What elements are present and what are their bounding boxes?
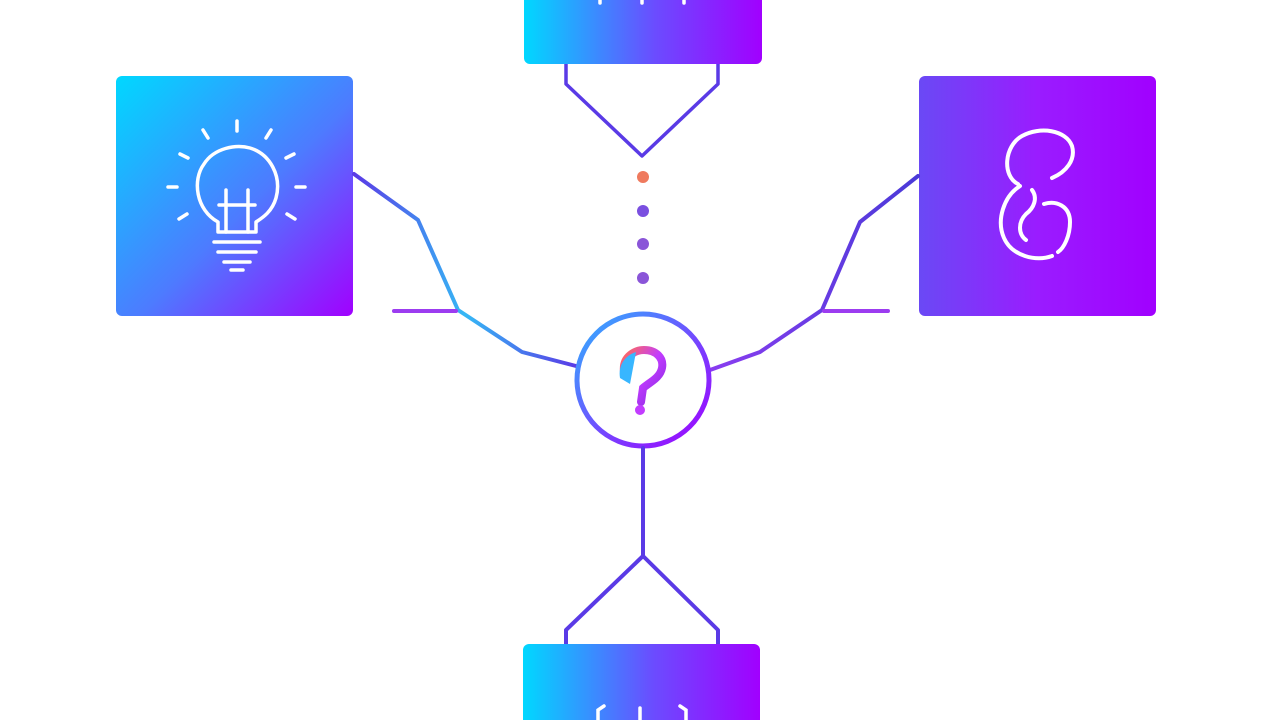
right-node-box bbox=[919, 76, 1156, 316]
left-connector bbox=[352, 172, 578, 368]
top-connector bbox=[564, 64, 720, 158]
bottom-node bbox=[523, 644, 760, 720]
question-mark-icon bbox=[619, 345, 667, 415]
lightbulb-icon bbox=[166, 119, 307, 272]
partial-icon bbox=[598, 0, 686, 5]
partial-icon bbox=[596, 704, 688, 720]
dot-1 bbox=[637, 171, 649, 183]
bottom-connector bbox=[564, 446, 720, 646]
bottom-node-box bbox=[523, 644, 760, 720]
center-node bbox=[574, 311, 712, 449]
dotted-connector bbox=[637, 171, 649, 284]
dot-2 bbox=[637, 205, 649, 217]
infinity-loop-icon bbox=[998, 128, 1075, 261]
left-node bbox=[116, 76, 353, 316]
right-connector bbox=[708, 174, 920, 372]
dot-3 bbox=[637, 238, 649, 250]
top-node-box bbox=[524, 0, 762, 64]
dot-4 bbox=[637, 272, 649, 284]
center-ring bbox=[574, 311, 712, 449]
left-node-box bbox=[116, 76, 353, 316]
right-node bbox=[919, 76, 1156, 316]
top-node bbox=[524, 0, 762, 64]
